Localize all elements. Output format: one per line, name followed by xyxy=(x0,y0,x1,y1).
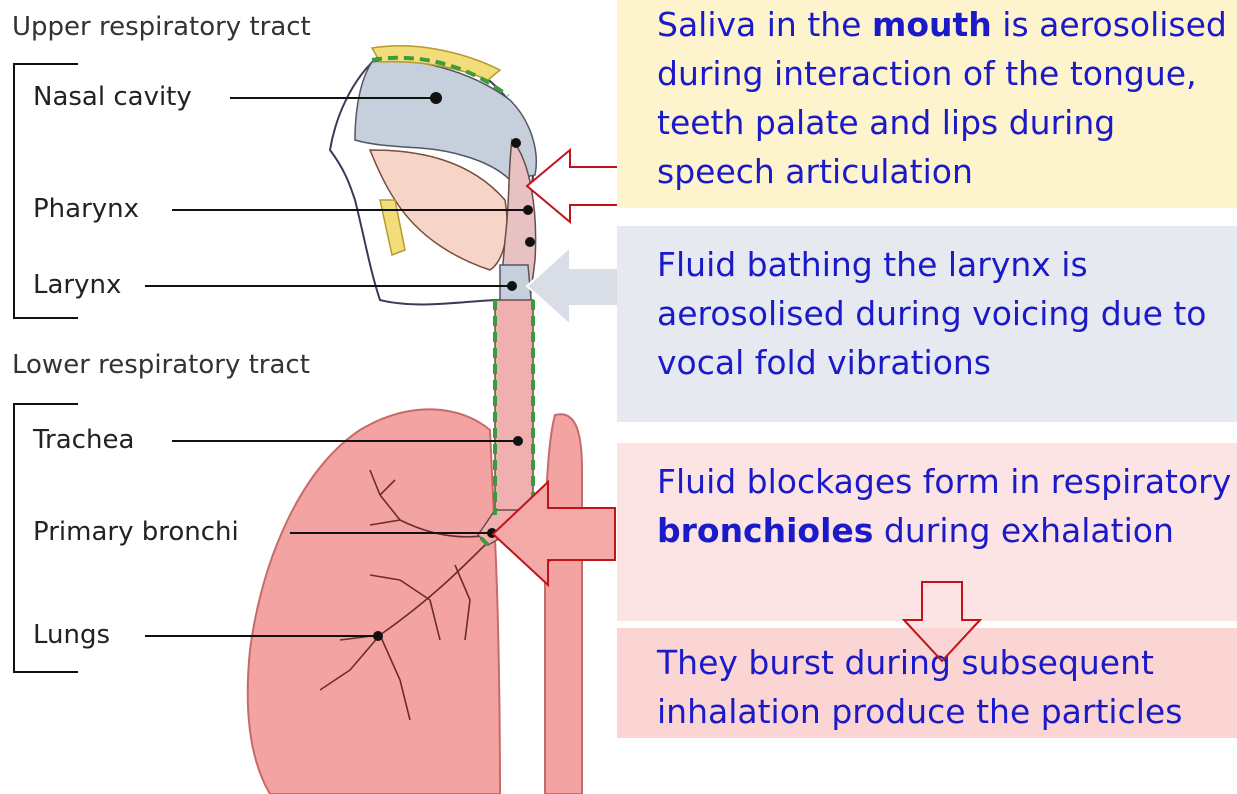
lower-tract-heading: Lower respiratory tract xyxy=(12,350,310,380)
label-nasal-cavity: Nasal cavity xyxy=(33,82,192,112)
bronchioles-text-post: during exhalation xyxy=(873,511,1173,550)
bronchioles-text-pre: Fluid blockages form in respiratory xyxy=(657,462,1231,501)
larynx-info-box: Fluid bathing the larynx is aerosolised … xyxy=(617,226,1237,422)
mouth-text-bold: mouth xyxy=(872,5,992,44)
larynx-text: Fluid bathing the larynx is aerosolised … xyxy=(657,245,1207,382)
mouth-text-pre: Saliva in the xyxy=(657,5,872,44)
label-trachea: Trachea xyxy=(33,425,134,455)
label-larynx: Larynx xyxy=(33,270,121,300)
label-primary-bronchi: Primary bronchi xyxy=(33,517,239,547)
left-lung xyxy=(248,409,500,794)
bronchioles-text-bold: bronchioles xyxy=(657,511,873,550)
trachea-tube xyxy=(495,300,533,515)
mouth-info-box: Saliva in the mouth is aerosolised durin… xyxy=(617,0,1237,208)
label-pharynx: Pharynx xyxy=(33,194,139,224)
larynx-arrow xyxy=(527,247,630,325)
label-lungs: Lungs xyxy=(33,620,110,650)
bronchioles-info-box: Fluid blockages form in respiratory bron… xyxy=(617,443,1237,621)
upper-tract-heading: Upper respiratory tract xyxy=(12,12,311,42)
burst-info-box: They burst during subsequent inhalation … xyxy=(617,628,1237,738)
burst-text: They burst during subsequent inhalation … xyxy=(657,643,1182,731)
right-lung xyxy=(545,414,582,794)
